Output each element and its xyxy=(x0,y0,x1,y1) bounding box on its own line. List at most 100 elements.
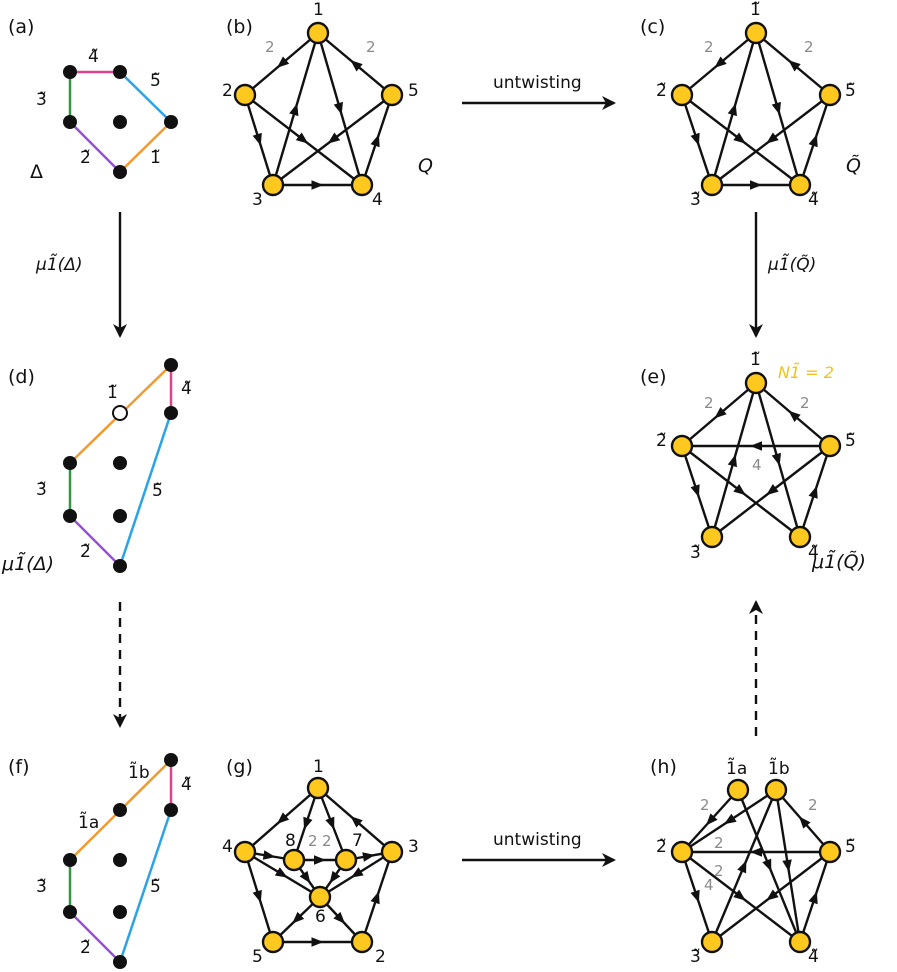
edge-label: 3̃ xyxy=(36,90,47,110)
quiver-c: 1̃ 2̃ 3̃ 4̃ 5̃ 2 2 Q̃ xyxy=(656,0,861,210)
node-label: 4 xyxy=(222,837,233,857)
node-label: 1̃a xyxy=(726,757,747,779)
arrowhead xyxy=(714,406,727,419)
node-label: 3 xyxy=(252,190,263,210)
edge-label: 3̃ xyxy=(36,480,47,500)
arrowhead xyxy=(727,103,737,117)
arrowhead xyxy=(766,889,779,901)
edge-label: 1̃a xyxy=(78,811,99,833)
arrowhead xyxy=(311,180,324,190)
quiver-node xyxy=(233,83,257,107)
polygon-f: 1̃b 4̃ 1̃a 3̃ 5̃ 2̃ xyxy=(36,753,192,969)
mutation-label: μ1̃(Q̃) xyxy=(767,253,816,275)
arrowhead xyxy=(276,812,290,824)
quiver-node xyxy=(350,930,374,954)
arrowhead xyxy=(808,891,818,905)
arrowhead xyxy=(329,870,341,884)
arrowhead xyxy=(750,847,762,857)
node-label: 4̃ xyxy=(808,947,819,967)
multiplicity-label: 2 xyxy=(704,394,714,412)
quiver-node xyxy=(818,840,842,864)
arrowhead xyxy=(750,180,762,190)
node-label: 3̃ xyxy=(690,947,701,967)
edge-orange xyxy=(119,121,172,173)
arrowhead xyxy=(771,101,781,115)
quiver-node xyxy=(233,840,257,864)
lattice-point xyxy=(63,905,77,919)
quiver-node xyxy=(788,173,812,197)
lattice-point xyxy=(164,115,178,129)
arrowhead xyxy=(333,911,346,924)
panel-label-a: (a) xyxy=(8,16,34,38)
arrowhead xyxy=(733,889,746,901)
lattice-point xyxy=(113,559,127,573)
panel-label-h: (h) xyxy=(650,756,677,778)
edge-label: 5̃ xyxy=(152,481,163,501)
arrowhead xyxy=(733,132,746,144)
node-label: 2̃ xyxy=(656,81,667,101)
lattice-point xyxy=(63,115,77,129)
panel-label-g: (g) xyxy=(226,756,253,778)
lattice-point xyxy=(164,803,178,817)
lattice-point xyxy=(113,803,127,817)
node-label: 3 xyxy=(408,837,419,857)
edge-label: 1̃ xyxy=(150,148,161,168)
quiver-node xyxy=(670,840,694,864)
quiver-node xyxy=(818,434,842,458)
quiver-node xyxy=(380,83,404,107)
edge-label: 2̃ xyxy=(80,938,91,958)
mutation-label: μ1̃(Δ) xyxy=(35,253,83,275)
arrowhead xyxy=(690,132,700,146)
quiver-node xyxy=(764,778,788,802)
arrowhead xyxy=(303,816,313,830)
quiver-node xyxy=(350,173,374,197)
quiver-node xyxy=(334,848,358,872)
node-label: 4̃ xyxy=(808,190,819,210)
panel-label-f: (f) xyxy=(8,756,30,778)
arrowhead xyxy=(350,60,363,72)
panel-label-c: (c) xyxy=(640,16,665,38)
multiplicity-label: 2 xyxy=(714,834,724,852)
arrowhead xyxy=(766,132,779,144)
multiplicity-label: 2 xyxy=(804,38,814,56)
arrowhead xyxy=(788,410,801,423)
edge-label: 4̃ xyxy=(88,47,99,67)
quiver-node xyxy=(308,885,332,909)
quiver-node xyxy=(700,173,724,197)
arrowhead xyxy=(766,484,779,496)
arrowhead xyxy=(252,132,262,146)
lattice-point xyxy=(113,456,127,470)
node-label: 8 xyxy=(285,831,296,851)
removed-point xyxy=(112,405,128,421)
lattice-point xyxy=(164,753,178,767)
lattice-point xyxy=(63,509,77,523)
arrowhead xyxy=(808,485,818,499)
multiplicity-label: 2 xyxy=(808,796,818,814)
node-label: 3̃ xyxy=(690,190,701,210)
lattice-point xyxy=(113,905,127,919)
arrowhead xyxy=(727,454,737,468)
quiver-node xyxy=(380,840,404,864)
arrowhead xyxy=(705,813,718,826)
multiplicity-label: 2 xyxy=(322,832,332,850)
untwisting-label: untwisting xyxy=(493,73,582,93)
quiver-node xyxy=(744,21,768,45)
arrowhead xyxy=(299,870,311,884)
quiver-name: Q xyxy=(418,155,433,177)
arrowhead xyxy=(808,134,818,148)
lattice-point xyxy=(113,165,127,179)
edge-label: 1̃b xyxy=(128,761,150,783)
arrowhead xyxy=(370,134,380,148)
arrowhead xyxy=(325,816,335,830)
arrowhead xyxy=(311,937,324,947)
arrowhead xyxy=(289,103,299,117)
edge-purple xyxy=(69,515,121,567)
quiver-node xyxy=(261,930,285,954)
edge-blue xyxy=(119,71,172,123)
lattice-point xyxy=(63,65,77,79)
arrowhead xyxy=(714,56,727,68)
arrowhead xyxy=(782,859,792,872)
quiver-g: 1 2 3 4 5 6 7 8 2 2 xyxy=(222,757,419,967)
node-label: 7 xyxy=(352,831,363,851)
